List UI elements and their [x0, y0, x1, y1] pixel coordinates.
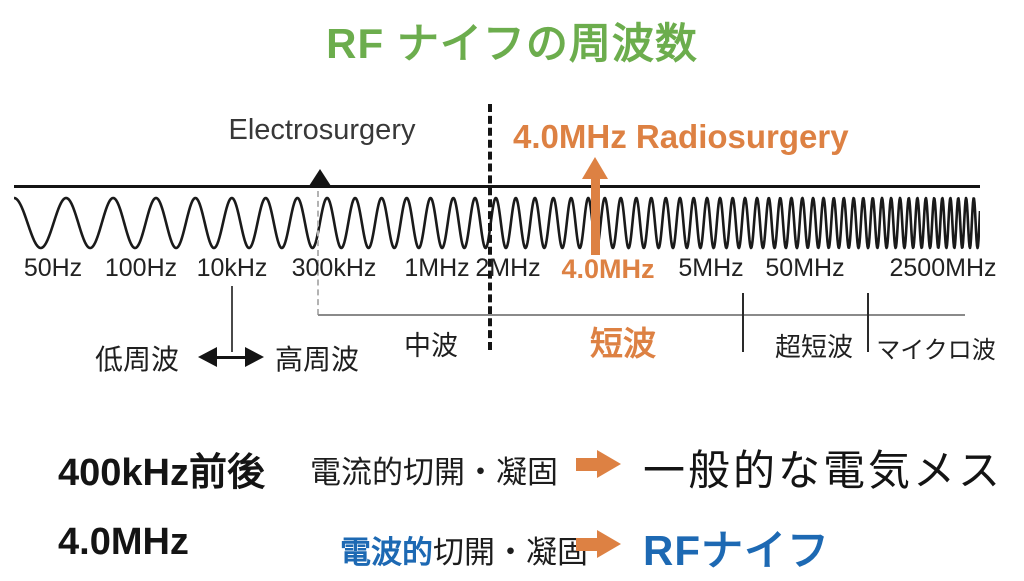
band-bracket-line — [318, 314, 965, 316]
freq-tick-2MHz: 2MHz — [475, 254, 541, 282]
band-label-高周波: 高周波 — [274, 344, 360, 375]
freq-tick-4.0MHz: 4.0MHz — [561, 254, 655, 284]
medium-wave-dashed-line — [317, 191, 319, 315]
electrosurgery-pointer-icon — [309, 169, 331, 186]
band-label-マイクロ波: マイクロ波 — [876, 337, 996, 364]
freq-tick-300kHz: 300kHz — [291, 254, 377, 282]
legend-row1-arrow-icon — [576, 450, 622, 478]
legend-row2-arrow-icon — [576, 530, 622, 558]
freq-tick-50Hz: 50Hz — [23, 254, 83, 282]
legend-row1-method: 電流的切開・凝固 — [310, 447, 558, 492]
arrow-shaft — [576, 537, 597, 551]
arrow-right-tip — [245, 347, 264, 367]
band-label-中波: 中波 — [404, 331, 458, 361]
freq-tick-50MHz: 50MHz — [765, 254, 845, 282]
band-label-低周波: 低周波 — [94, 344, 180, 375]
legend-row2-method-text: 切開・凝固 — [433, 535, 588, 570]
electrosurgery-label: Electrosurgery — [228, 114, 416, 146]
radiosurgery-label: 4.0MHz Radiosurgery — [513, 118, 849, 155]
freq-tick-10kHz: 10kHz — [196, 254, 268, 282]
band-label-短波: 短波 — [590, 325, 656, 362]
band-divider-1 — [742, 293, 744, 352]
sine-wave-graphic — [14, 196, 980, 250]
legend-row1-result: 一般的な電気メス — [643, 447, 1004, 494]
four-mhz-arrow-head — [582, 157, 608, 179]
freq-tick-100Hz: 100Hz — [104, 254, 178, 282]
sine-wave-path — [14, 196, 980, 250]
legend-row1-method-text: 電流的切開・凝固 — [310, 455, 558, 490]
radiosurgery-boundary-dashed-line — [488, 104, 492, 350]
arrow-head — [597, 450, 621, 478]
arrow-head — [597, 530, 621, 558]
arrow-shaft — [576, 457, 597, 471]
four-mhz-arrow-icon — [582, 157, 608, 255]
legend-row2-method-highlight: 電波的 — [340, 535, 433, 570]
four-mhz-arrow-shaft — [590, 179, 600, 255]
arrow-bar — [217, 355, 245, 359]
legend-row2-frequency: 4.0MHz — [58, 521, 189, 563]
freq-tick-2500MHz: 2500MHz — [889, 254, 997, 282]
freq-tick-5MHz: 5MHz — [678, 254, 744, 282]
band-label-超短波: 超短波 — [774, 332, 854, 362]
legend-row2-result: RFナイフ — [643, 527, 830, 574]
arrow-left-tip — [198, 347, 217, 367]
low-high-divider-line — [231, 286, 233, 352]
low-high-range-arrow-icon — [198, 347, 264, 367]
freq-tick-1MHz: 1MHz — [404, 254, 470, 282]
band-divider-2 — [867, 293, 869, 352]
page-title: RF ナイフの周波数 — [326, 20, 698, 67]
frequency-axis-line — [14, 185, 980, 188]
legend-row1-frequency: 400kHz前後 — [58, 452, 265, 494]
legend-row2-method: 電波的切開・凝固 — [340, 527, 588, 572]
